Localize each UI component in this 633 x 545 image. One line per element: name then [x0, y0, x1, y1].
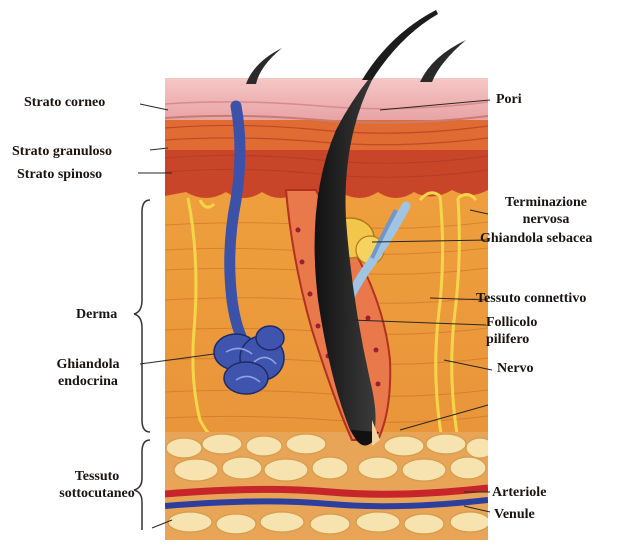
label-strato-spinoso: Strato spinoso	[17, 166, 102, 183]
label-pori: Pori	[496, 91, 522, 108]
label-strato-granuloso: Strato granuloso	[12, 143, 112, 160]
strato-granuloso-layer	[165, 118, 488, 150]
label-venule: Venule	[494, 506, 535, 523]
label-tessuto-sottocutaneo: Tessuto sottocutaneo	[47, 468, 147, 502]
label-terminazione-nervosa: Terminazione nervosa	[492, 194, 600, 228]
arteriole-vessel	[165, 488, 488, 494]
label-tessuto-connettivo: Tessuto connettivo	[476, 290, 586, 307]
label-strato-corneo: Strato corneo	[24, 94, 105, 111]
label-derma: Derma	[76, 306, 117, 323]
label-ghiandola-sebacea: Ghiandola sebacea	[480, 230, 592, 247]
label-arteriole: Arteriole	[492, 484, 546, 501]
label-follicolo-pilifero: Follicolo pilifero	[486, 314, 537, 348]
hair-small-right	[420, 40, 466, 82]
label-nervo: Nervo	[497, 360, 534, 377]
strato-corneo-layer	[165, 78, 488, 120]
label-ghiandola-endocrina: Ghiandola endocrina	[38, 356, 138, 390]
derma-brace	[134, 200, 150, 432]
